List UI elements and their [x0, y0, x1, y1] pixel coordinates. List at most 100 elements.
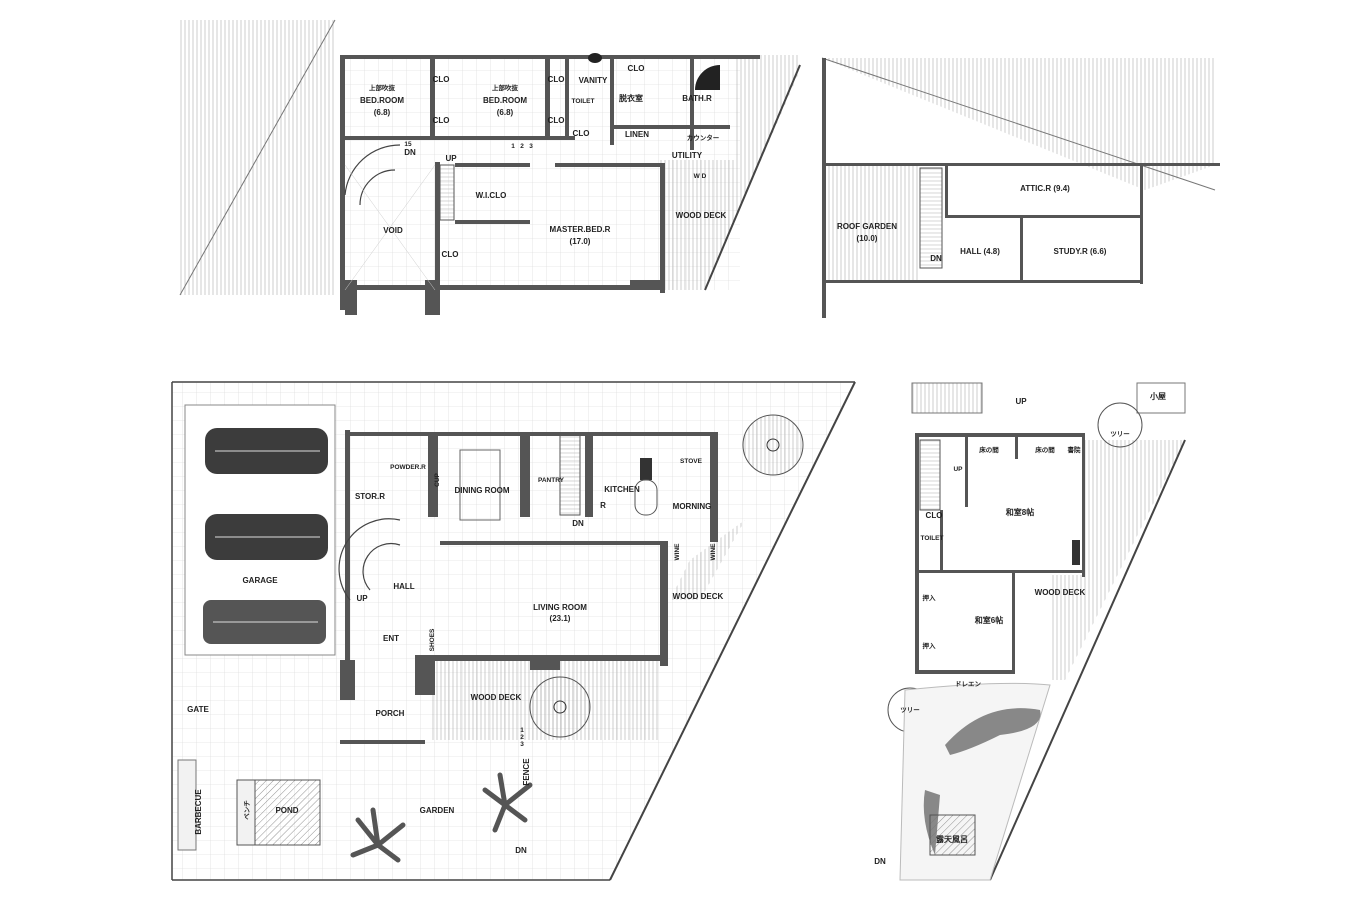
- kitchen-label: KITCHEN: [604, 485, 640, 494]
- car: [203, 600, 326, 644]
- pond-label: POND: [275, 806, 298, 815]
- powder-room-label: POWDER.R: [390, 464, 426, 471]
- master-bed-label: MASTER.BED.R: [550, 225, 611, 234]
- roof-garden-area: (10.0): [857, 234, 878, 243]
- clo-label: CLO: [548, 75, 565, 84]
- tree: [742, 414, 804, 476]
- attic-stair: [919, 167, 943, 269]
- outdoor-bath-label: 露天風呂: [936, 834, 968, 844]
- tatami-room-8-label: 和室8帖: [1006, 507, 1034, 517]
- shoin-label: 書院: [1068, 445, 1082, 454]
- spiral-stair: [344, 144, 401, 196]
- step-number: 3: [529, 143, 533, 150]
- step-number: 1: [511, 143, 515, 150]
- utility-label: UTILITY: [672, 151, 703, 160]
- tokonoma-label: 床の間: [979, 445, 999, 454]
- stair-up-label: UP: [356, 594, 368, 603]
- bathtub: [695, 65, 720, 90]
- tree: [529, 676, 591, 738]
- stair-down-label: DN: [404, 148, 416, 157]
- barbecue-label: BARBECUE: [194, 789, 203, 835]
- palm-tree: [350, 807, 406, 863]
- gate-label: GATE: [187, 705, 209, 714]
- cupboard-label: CUP: [434, 472, 441, 486]
- hall-label: HALL: [393, 582, 414, 591]
- bedroom-2-label: BED.ROOM: [483, 96, 527, 105]
- stair-down-label: DN: [572, 519, 584, 528]
- kitchen-island: [634, 479, 658, 516]
- dressing-room-label: 脱衣室: [619, 93, 643, 103]
- barbecue: [177, 759, 197, 851]
- wood-deck-label: WOOD DECK: [673, 592, 724, 601]
- garage-label: GARAGE: [242, 576, 278, 585]
- tatami-room-6-label: 和室6帖: [975, 615, 1003, 625]
- stair-down-label: DN: [515, 846, 527, 855]
- step-number: 2: [520, 734, 524, 741]
- bedroom-1-area: (6.8): [374, 108, 391, 117]
- clo-label: CLO: [926, 511, 943, 520]
- vanity-label: VANITY: [579, 76, 608, 85]
- tree-label: ツリー: [1110, 430, 1130, 438]
- refrigerator-label: R: [600, 501, 606, 510]
- ground-floor-plan: GARAGE STOR.R POWDER.R CUP DINING ROOM P…: [171, 381, 856, 881]
- roof-garden-label: ROOF GARDEN: [837, 222, 897, 231]
- stair-up: [439, 164, 455, 221]
- planting: [945, 708, 1041, 755]
- toilet-label: TOILET: [921, 535, 944, 542]
- wine-label: WINE: [674, 543, 681, 561]
- stair-down-label: DN: [874, 857, 886, 866]
- hut-label: 小屋: [1149, 391, 1166, 401]
- spiral-stair: [338, 518, 401, 601]
- stair-down-label: DN: [930, 254, 942, 263]
- dining-room-label: DINING ROOM: [454, 486, 509, 495]
- oshiire-label: 押入: [923, 593, 937, 602]
- wood-deck-label: WOOD DECK: [1035, 588, 1086, 597]
- dining-table: [459, 449, 501, 521]
- fence-label: FENCE: [522, 758, 531, 786]
- stair-up-label: UP: [953, 466, 963, 473]
- morning-room-label: MORNING: [673, 502, 712, 511]
- tree: [1097, 402, 1143, 448]
- clo-label: CLO: [628, 64, 645, 73]
- drain-label: ドレエン: [955, 680, 982, 688]
- linen-label: LINEN: [625, 130, 649, 139]
- step-number: 2: [520, 143, 524, 150]
- second-floor-plan: 上部吹抜 BED.ROOM (6.8) 上部吹抜 BED.ROOM (6.8) …: [179, 19, 801, 315]
- outdoor-bath: [929, 814, 976, 856]
- living-room-area: (23.1): [550, 614, 571, 623]
- bedroom-1-label: BED.ROOM: [360, 96, 404, 105]
- hall-label: HALL (4.8): [960, 247, 1000, 256]
- walk-in-closet-label: W.I.CLO: [476, 191, 507, 200]
- tokonoma-label: 床の間: [1035, 445, 1055, 454]
- bedroom-2-note: 上部吹抜: [492, 83, 519, 92]
- living-room-label: LIVING ROOM: [533, 603, 587, 612]
- clo-label: CLO: [433, 116, 450, 125]
- wood-deck-hatch: [660, 55, 800, 290]
- pond: [254, 779, 321, 846]
- porch-label: PORCH: [376, 709, 405, 718]
- clo-label: CLO: [548, 116, 565, 125]
- bath-label: BATH.R: [682, 94, 712, 103]
- palm-tree: [482, 772, 533, 833]
- car: [205, 428, 328, 474]
- bedroom-1-note: 上部吹抜: [369, 83, 396, 92]
- stove-label: STOVE: [680, 458, 703, 465]
- wine-label: WINE: [710, 543, 717, 561]
- outdoor-stair: [911, 382, 983, 414]
- clo-label: CLO: [433, 75, 450, 84]
- hut: [1136, 382, 1186, 414]
- shoes-label: SHOES: [429, 628, 436, 651]
- bench-label: ベンチ: [243, 800, 251, 820]
- step-number: 1: [520, 727, 524, 734]
- entrance-label: ENT: [383, 634, 399, 643]
- tree-label: ツリー: [900, 706, 920, 714]
- vanity-sink: [588, 53, 602, 63]
- step-number: 3: [520, 741, 524, 748]
- master-bed-area: (17.0): [570, 237, 591, 246]
- washer-dryer-label: W D: [694, 173, 707, 180]
- stair-down: [559, 434, 581, 516]
- annex-plan: UP 小屋 床の間 床の間 書院 UP 和室8帖 CLO TOILET WOOD…: [874, 382, 1186, 881]
- step-number: 15: [404, 141, 412, 148]
- car: [205, 514, 328, 560]
- stair-up-label: UP: [445, 154, 457, 163]
